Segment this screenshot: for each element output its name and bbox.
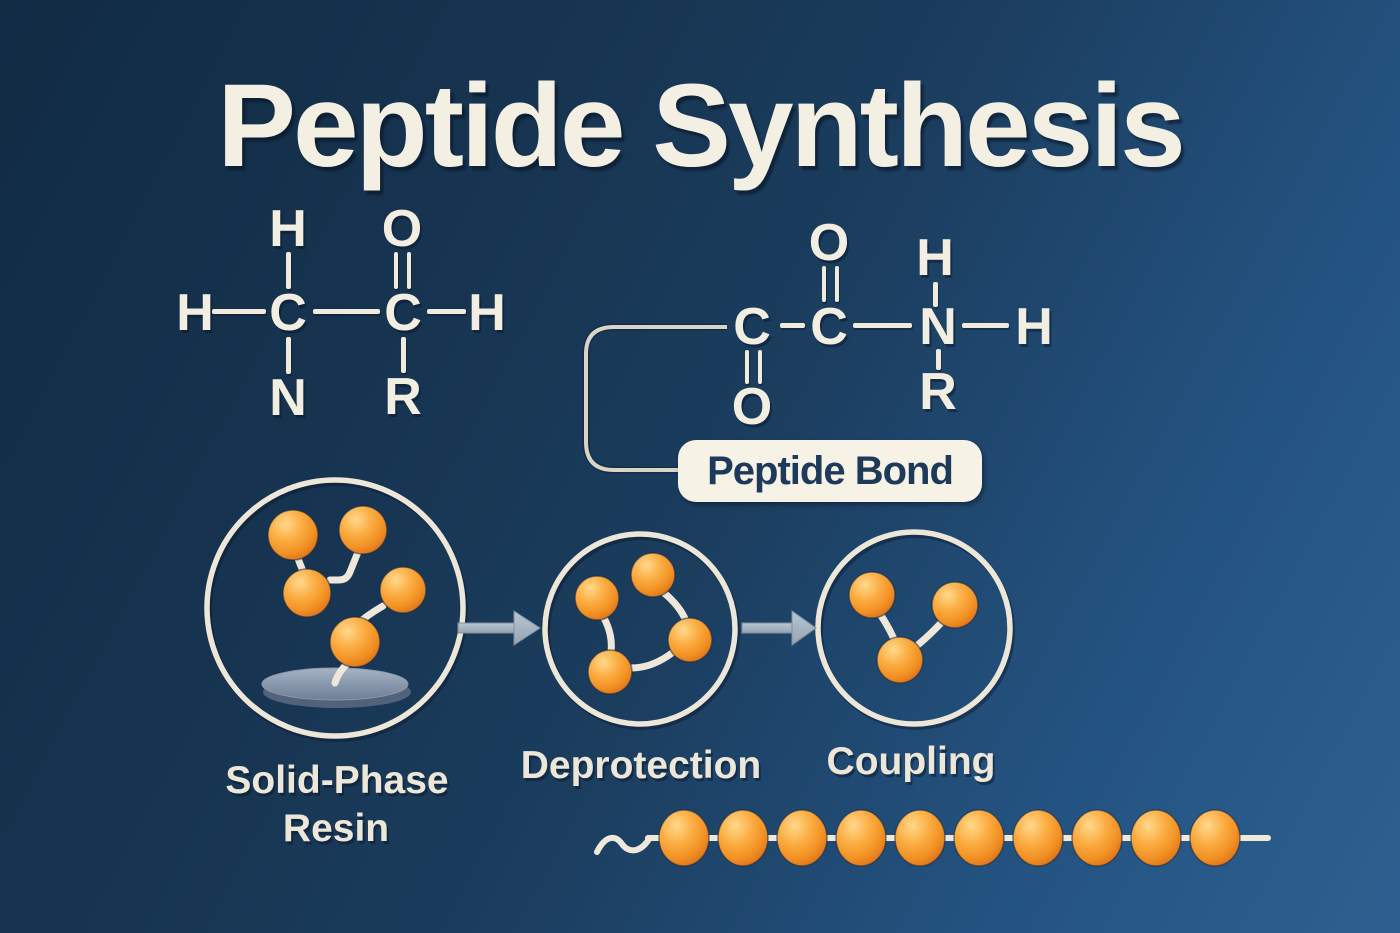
double-bond [745, 350, 749, 384]
arrow-step2-to-step3 [741, 610, 817, 646]
bond [286, 252, 291, 289]
bond [313, 309, 380, 314]
arrow-step1-to-step2 [457, 610, 541, 646]
atom-o: O [381, 200, 423, 258]
atom-o: O [731, 378, 773, 436]
bond [212, 309, 266, 314]
coupling-circle [815, 529, 1013, 727]
double-bond [758, 350, 762, 384]
amino-acid-spheres-step1 [267, 505, 427, 668]
peptide-chain-beads [658, 809, 1241, 867]
page-title: Peptide Synthesis [217, 60, 1185, 192]
bond [780, 323, 805, 328]
atom-r: R [384, 368, 422, 426]
deprotection-circle [542, 531, 738, 727]
atom-c: C [733, 298, 771, 356]
atom-n: N [269, 369, 307, 427]
label-coupling: Coupling [826, 740, 996, 784]
atom-h: H [468, 284, 506, 342]
peptide-bond-leader-line [584, 325, 727, 472]
bond [936, 349, 941, 370]
label-solid-phase-line2: Resin [282, 807, 390, 851]
label-deprotection: Deprotection [520, 744, 762, 788]
bond [962, 323, 1009, 328]
atom-h: H [176, 284, 214, 342]
atom-c: C [384, 284, 422, 342]
double-bond [822, 266, 826, 302]
atom-h: H [1015, 298, 1053, 356]
atom-n: N [919, 298, 957, 356]
atom-r: R [919, 363, 957, 421]
atom-o: O [808, 214, 850, 272]
atom-c: C [269, 284, 307, 342]
label-solid-phase-line1: Solid-Phase [225, 759, 449, 803]
peptide-bond-label: Peptide Bond [707, 448, 954, 493]
double-bond [407, 252, 411, 289]
chain-squiggle [594, 834, 652, 855]
bond [853, 323, 912, 328]
bond [401, 337, 406, 373]
bond [933, 282, 938, 307]
solid-phase-circle [204, 477, 466, 739]
bond [286, 337, 291, 374]
amino-acid-spheres-step3 [848, 571, 979, 684]
double-bond [835, 266, 839, 302]
bond [427, 309, 466, 314]
amino-acid-spheres-step2 [574, 552, 713, 695]
atom-c: C [810, 298, 848, 356]
atom-h: H [916, 229, 954, 287]
peptide-bond-callout: Peptide Bond [678, 440, 982, 502]
double-bond [394, 252, 398, 289]
atom-h: H [269, 200, 307, 258]
